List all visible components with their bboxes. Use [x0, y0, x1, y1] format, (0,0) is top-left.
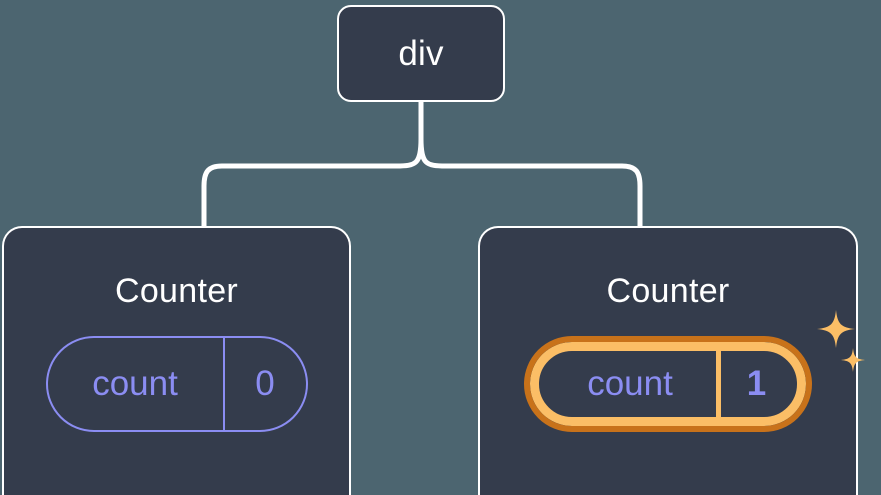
state-pill-wrap-right: count 1: [524, 310, 865, 432]
node-div[interactable]: div: [337, 5, 505, 102]
state-key-left: count: [92, 364, 178, 403]
state-pill-left[interactable]: count 0: [45, 336, 308, 432]
state-pill-wrap-left: count 0: [45, 336, 308, 432]
node-counter-left[interactable]: Counter count 0: [2, 226, 351, 495]
connector-branch-left: [201, 136, 424, 230]
sparkle-small-icon: [841, 348, 865, 372]
node-counter-left-title: Counter: [114, 272, 239, 310]
sparkle-large-icon: [817, 310, 855, 348]
state-key-right: count: [587, 364, 673, 403]
node-counter-right[interactable]: Counter count 1: [478, 226, 865, 495]
node-counter-right-title: Counter: [606, 272, 730, 310]
state-value-right: 1: [716, 342, 806, 426]
sparkles-group: [817, 310, 865, 372]
node-div-label: div: [398, 34, 444, 73]
connector-branch-right: [418, 136, 643, 230]
state-value-left: 0: [222, 338, 306, 430]
state-pill-right-highlighted[interactable]: count 1: [524, 336, 812, 432]
